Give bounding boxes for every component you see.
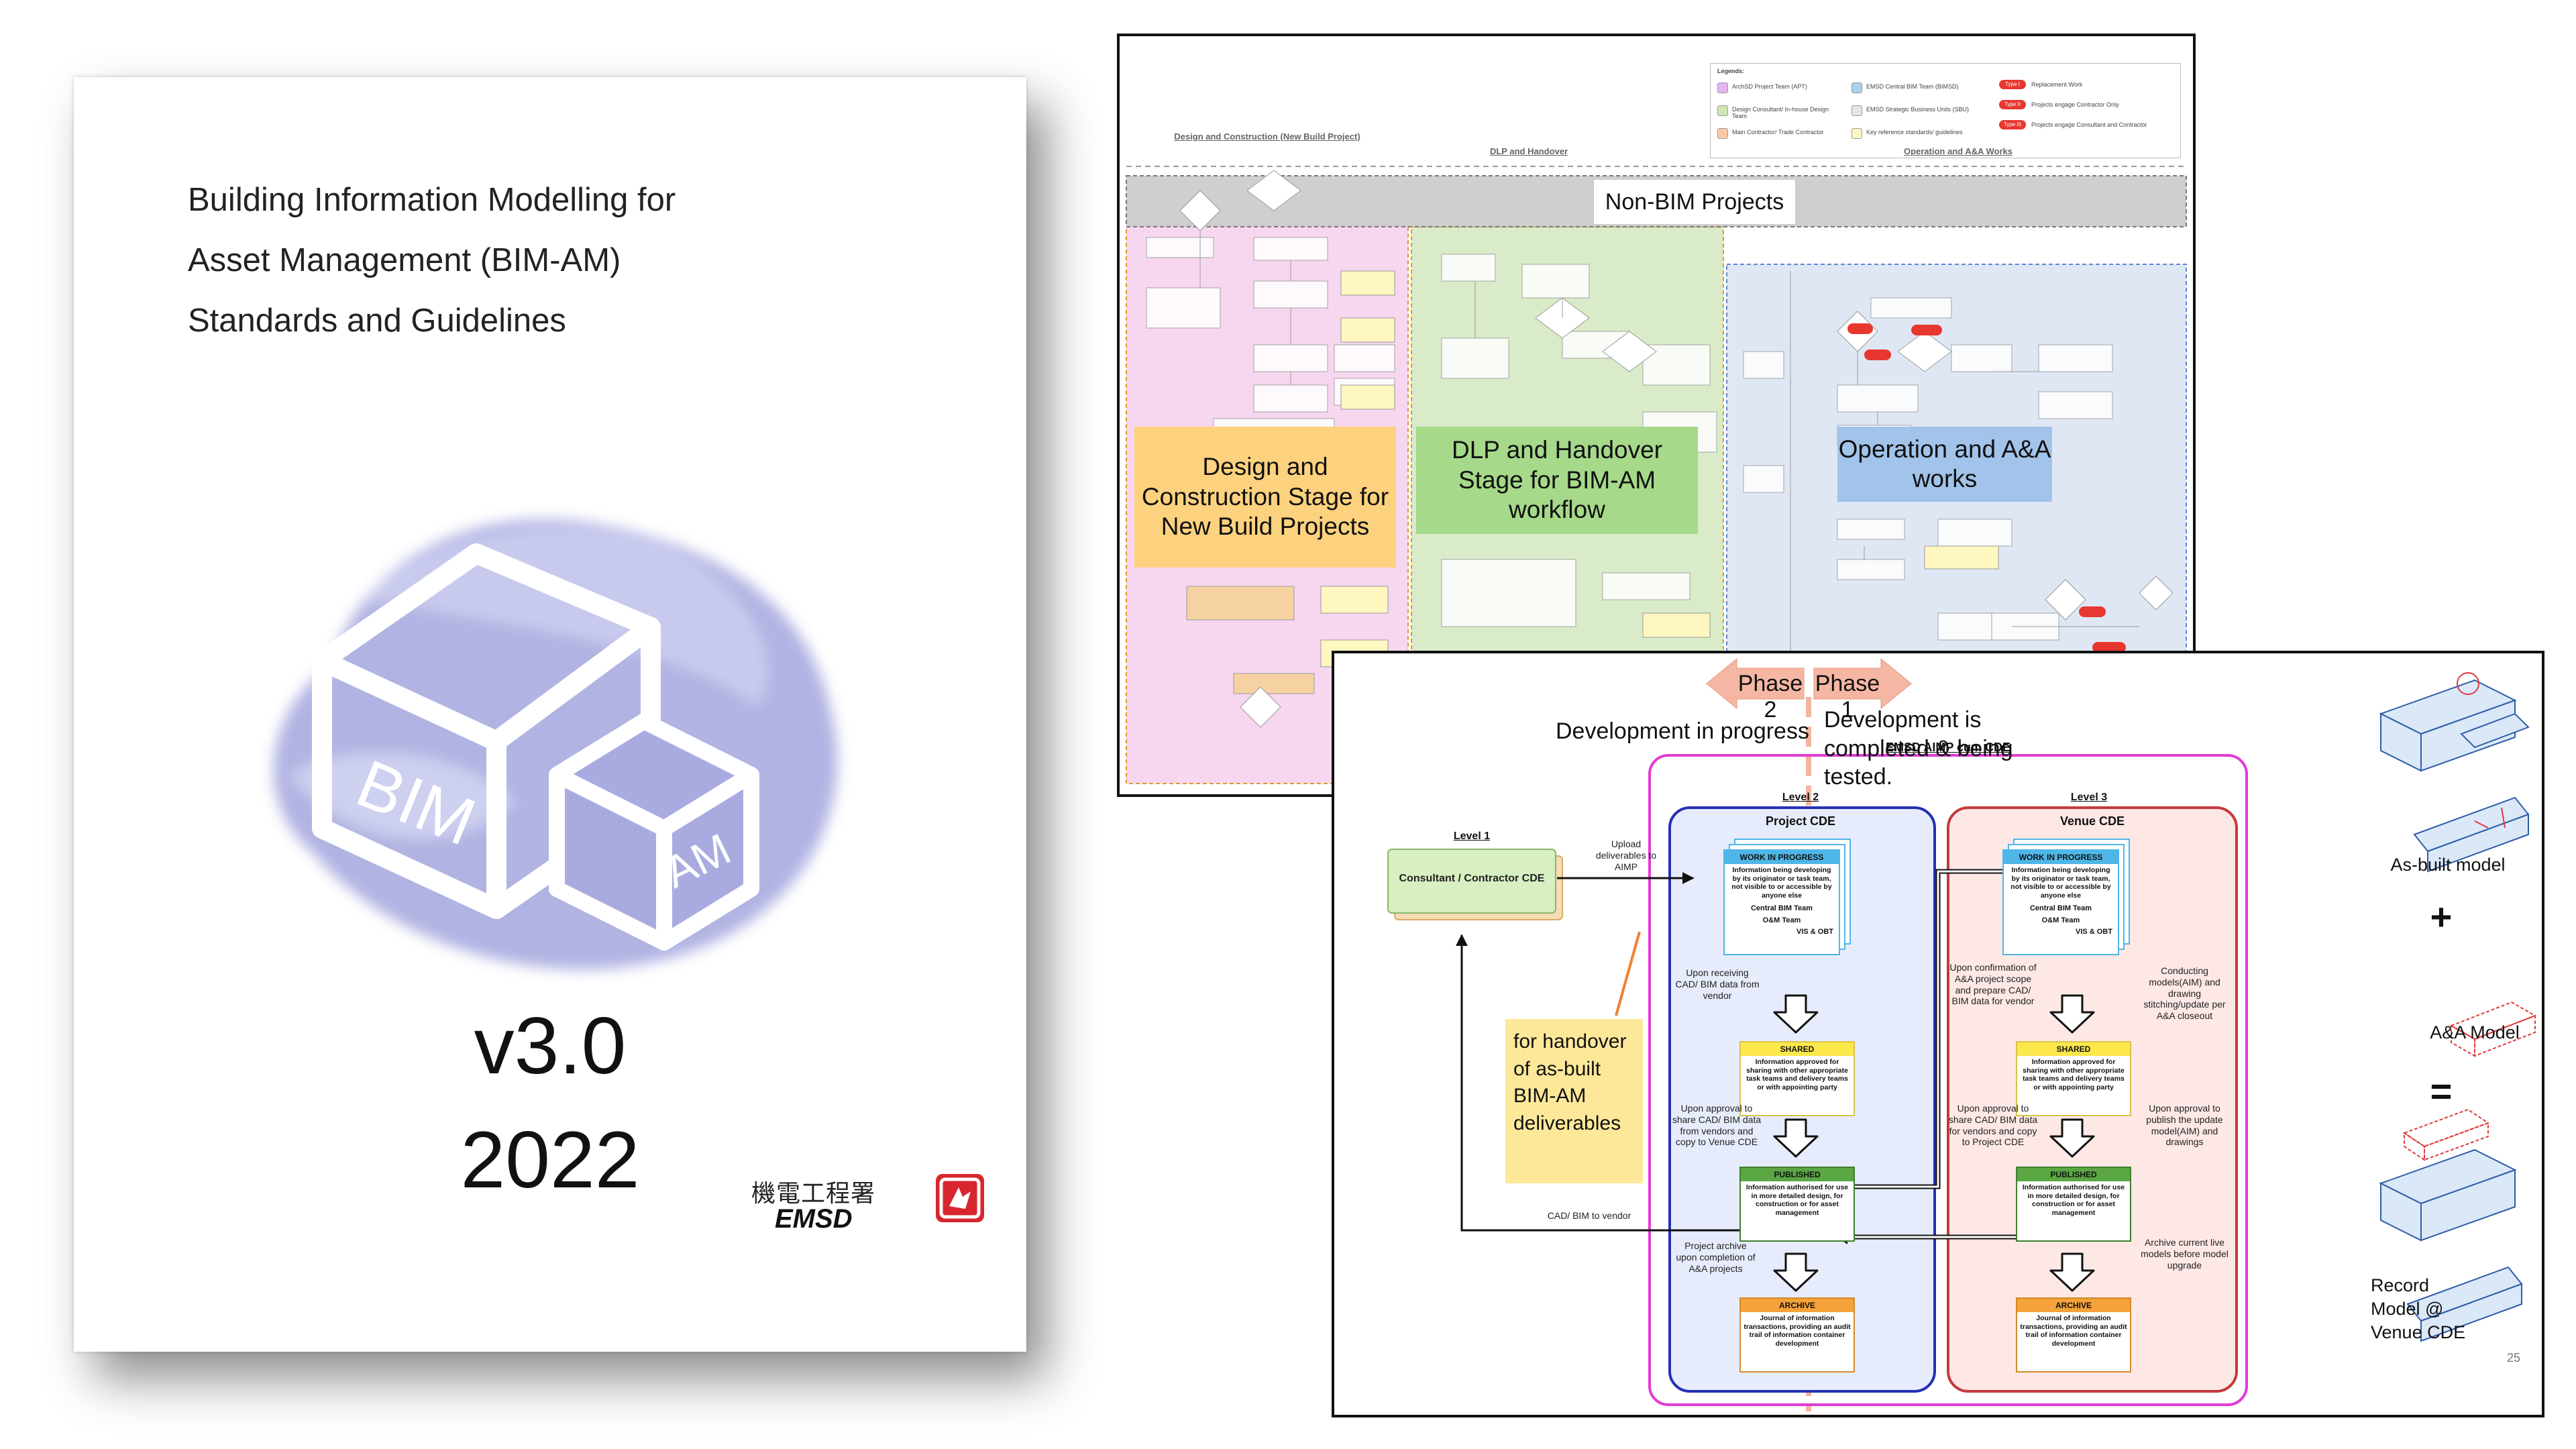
wip-header: WORK IN PROGRESS (1725, 851, 1839, 864)
legend-swatch (1717, 83, 1728, 93)
project-cde-shared-box: SHARED Information approved for sharing … (1739, 1041, 1855, 1116)
published-header: PUBLISHED (1741, 1168, 1854, 1181)
project-cde-archive-box: ARCHIVE Journal of information transacti… (1739, 1297, 1855, 1373)
legend-item-label: EMSD Strategic Business Units (SBU) (1866, 106, 1970, 113)
aa-model-label: A&A Model (2430, 1022, 2520, 1042)
as-built-model-label: As-built model (2390, 855, 2506, 875)
shared-description: Information approved for sharing with ot… (2023, 1058, 2125, 1091)
level-1-heading: Level 1 (1453, 830, 1491, 842)
legend-swatch (1717, 105, 1728, 116)
legend-item-label: Design Consultant/ In-house Design Team (1732, 106, 1829, 119)
team-central-bim: Central BIM Team (1750, 904, 1813, 913)
published-header: PUBLISHED (2017, 1168, 2130, 1181)
phase-2-label: Phase 2 (1737, 671, 1803, 722)
upload-deliverables-note: Upload deliverables to AIMP (1595, 839, 1657, 872)
note-confirm-aa-scope: Upon confirmation of A&A project scope a… (1949, 962, 2037, 1007)
level-3-heading: Level 3 (2070, 792, 2108, 803)
equals-sign: = (2430, 1070, 2453, 1112)
emsd-logo-text: EMSD (775, 1204, 853, 1234)
team-vis-obt: VIS & OBT (2075, 928, 2112, 936)
non-bim-projects-label: Non-BIM Projects (1593, 179, 1796, 225)
type-badge-desc: Projects engage Contractor Only (2031, 101, 2119, 108)
level-2-heading: Level 2 (1782, 792, 1819, 803)
plus-sign: + (2430, 896, 2453, 938)
handover-note-text: for handover of as-built BIM-AM delivera… (1513, 1030, 1627, 1134)
archive-description: Journal of information transactions, pro… (1743, 1314, 1851, 1348)
emsd-logo-icon (936, 1174, 984, 1222)
emsd-chinese-name: 機電工程署 (751, 1179, 876, 1207)
published-description: Information authorised for use in more d… (2022, 1183, 2125, 1217)
legend-item-label: Key reference standards/ guidelines (1866, 129, 1963, 136)
phase-1-description: Development is completed & being tested. (1824, 707, 2013, 790)
bim-am-logo: BIM AM (273, 519, 838, 970)
legend-swatch (1851, 128, 1862, 139)
archive-header: ARCHIVE (1741, 1299, 1854, 1312)
callout-dlp-handover: DLP and Handover Stage for BIM-AM workfl… (1416, 427, 1698, 534)
type-badge: Type III (1999, 120, 2026, 129)
callout-operation-aa: Operation and A&A works (1837, 427, 2052, 502)
cover-version: v3.0 (474, 1001, 627, 1091)
cover-title-line-1: Building Information Modelling for (188, 182, 676, 218)
handover-note-box: for handover of as-built BIM-AM delivera… (1505, 1019, 1643, 1183)
venue-cde-wip-box: WORK IN PROGRESS Information being devel… (2002, 849, 2119, 955)
project-cde-title: Project CDE (1765, 814, 1836, 828)
team-om: O&M Team (2041, 916, 2080, 925)
type-badge-desc: Projects engage Consultant and Contracto… (2031, 121, 2147, 128)
legend-title: Legends: (1717, 68, 1745, 74)
project-cde-published-box: PUBLISHED Information authorised for use… (1739, 1167, 1855, 1242)
legend-item-label: ArchSD Project Team (APT) (1732, 83, 1807, 90)
wip-header: WORK IN PROGRESS (2004, 851, 2118, 864)
phase-1-label: Phase 1 (1815, 671, 1880, 722)
shared-description: Information approved for sharing with ot… (1746, 1058, 1848, 1091)
aimp-cde-title: EMSD AIMP cum CDE (1885, 741, 2011, 754)
record-model-label: Record Model @ Venue CDE (2371, 1275, 2466, 1343)
consultant-contractor-cde-box: Consultant / Contractor CDE (1399, 873, 1545, 884)
note-project-archive: Project archive upon completion of A&A p… (1676, 1240, 1756, 1274)
legend-swatch (1717, 128, 1728, 139)
note-receiving-cad: Upon receiving CAD/ BIM data from vendor (1675, 967, 1760, 1001)
note-archive-live-models: Archive current live models before model… (2141, 1237, 2229, 1271)
callout-design-construction: Design and Construction Stage for New Bu… (1134, 427, 1396, 568)
venue-cde-archive-box: ARCHIVE Journal of information transacti… (2016, 1297, 2131, 1373)
note-approval-copy-project: Upon approval to share CAD/ BIM data for… (1948, 1103, 2038, 1148)
page-number: 25 (2506, 1351, 2521, 1364)
cover-page: Building Information Modelling for Asset… (74, 77, 1026, 1352)
note-approval-copy-venue: Upon approval to share CAD/ BIM data fro… (1672, 1103, 1762, 1148)
phase-2-description: Development in progress (1556, 718, 1809, 744)
zone-header-operation: Operation and A&A Works (1903, 146, 2013, 156)
venue-cde-published-box: PUBLISHED Information authorised for use… (2016, 1167, 2131, 1242)
archive-description: Journal of information transactions, pro… (2020, 1314, 2127, 1348)
cde-slide: Phase 2 Phase 1 Development in progress … (1332, 651, 2544, 1417)
legend-swatch (1851, 83, 1862, 93)
note-model-stitching: Conducting models(AIM) and drawing stitc… (2143, 965, 2226, 1022)
venue-cde-title: Venue CDE (2059, 814, 2125, 828)
type-badge-desc: Replacement Work (2031, 81, 2083, 88)
cover-title-line-2: Asset Management (BIM-AM) (188, 242, 621, 278)
legend-panel: Legends: ArchSD Project Team (APT) Design… (1710, 63, 2181, 158)
type-badge: Type II (1999, 100, 2026, 109)
shared-header: SHARED (1741, 1042, 1854, 1056)
team-om: O&M Team (1762, 916, 1801, 925)
type-badge: Type I (1999, 80, 2026, 89)
venue-cde-shared-box: SHARED Information approved for sharing … (2016, 1041, 2131, 1116)
archive-header: ARCHIVE (2017, 1299, 2130, 1312)
wip-description: Information being developing by its orig… (1731, 866, 1832, 900)
legend-item-label: EMSD Central BIM Team (BIMSD) (1866, 83, 1959, 90)
legend-swatch (1851, 105, 1862, 116)
zone-header-dlp: DLP and Handover (1489, 146, 1568, 156)
legend-item-label: Main Contractor/ Trade Contractor (1732, 129, 1824, 136)
cover-year: 2022 (460, 1115, 640, 1205)
shared-header: SHARED (2017, 1042, 2130, 1056)
cover-title-line-3: Standards and Guidelines (188, 303, 566, 339)
team-central-bim: Central BIM Team (2029, 904, 2092, 913)
team-vis-obt: VIS & OBT (1796, 928, 1833, 936)
note-approval-publish: Upon approval to publish the update mode… (2146, 1103, 2223, 1148)
wip-description: Information being developing by its orig… (2010, 866, 2111, 900)
published-description: Information authorised for use in more d… (1746, 1183, 1849, 1217)
zone-header-design: Design and Construction (New Build Proje… (1174, 131, 1360, 142)
cad-to-vendor-note: CAD/ BIM to vendor (1547, 1210, 1631, 1221)
project-cde-wip-box: WORK IN PROGRESS Information being devel… (1723, 849, 1840, 955)
